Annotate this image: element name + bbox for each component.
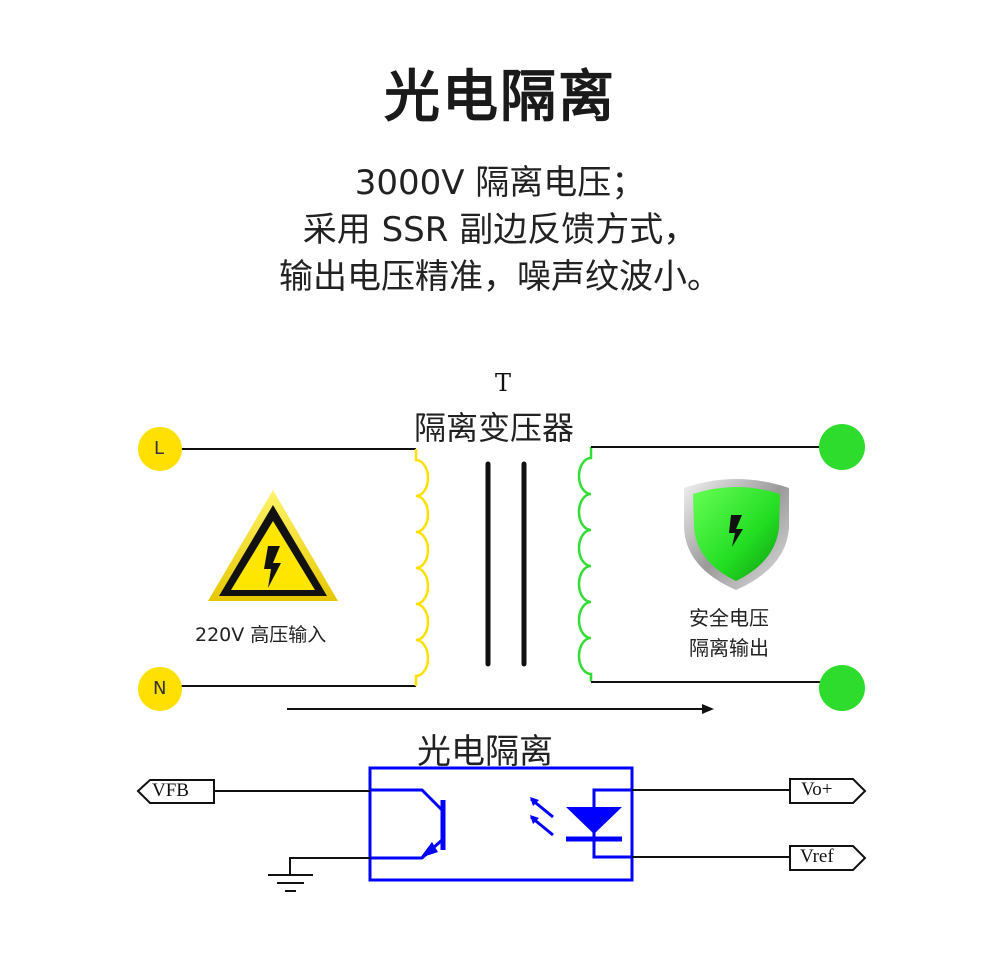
output-terminal-negative — [819, 665, 865, 711]
vo-plus-pin-label: Vo+ — [801, 779, 833, 800]
secondary-wires — [591, 446, 830, 683]
transformer-designator: T — [495, 369, 512, 397]
vref-pin-label: Vref — [800, 846, 834, 867]
output-caption-line-1: 安全电压 — [689, 606, 769, 630]
feature-description: 3000V 隔离电压； 采用 SSR 副边反馈方式， 输出电压精准，噪声纹波小。 — [0, 160, 1000, 301]
input-caption: 220V 高压输入 — [195, 624, 327, 646]
subtitle-line-3: 输出电压精准，噪声纹波小。 — [279, 257, 721, 297]
subtitle-line-2: 采用 SSR 副边反馈方式， — [302, 210, 698, 250]
high-voltage-warning-icon — [208, 490, 338, 601]
transformer-label: 隔离变压器 — [414, 409, 575, 447]
vo-plus-pin-tag — [789, 778, 867, 804]
vref-pin-tag — [789, 845, 867, 871]
light-emission-icon — [530, 797, 554, 837]
direction-arrow — [287, 704, 714, 714]
primary-coil — [414, 449, 430, 686]
subtitle-line-1: 3000V 隔离电压； — [354, 163, 646, 203]
terminal-L — [138, 427, 182, 471]
output-terminal-positive — [819, 424, 865, 470]
secondary-coil — [577, 447, 593, 682]
ground-icon — [268, 874, 313, 892]
vfb-pin-label: VFB — [152, 780, 189, 801]
primary-wires — [178, 448, 416, 687]
page-title: 光电隔离 — [384, 65, 616, 130]
terminal-L-label: L — [154, 438, 165, 459]
led-symbol — [530, 788, 632, 859]
transformer-core — [485, 461, 527, 667]
phototransistor-symbol — [370, 788, 446, 860]
safety-shield-icon — [684, 479, 789, 590]
optocoupler-label: 光电隔离 — [417, 732, 553, 772]
terminal-N-label: N — [153, 678, 167, 699]
pin-wires — [214, 789, 790, 874]
vfb-pin-tag — [136, 779, 215, 804]
output-caption-line-2: 隔离输出 — [689, 636, 769, 660]
optocoupler-box — [368, 766, 634, 882]
terminal-N — [138, 667, 182, 711]
